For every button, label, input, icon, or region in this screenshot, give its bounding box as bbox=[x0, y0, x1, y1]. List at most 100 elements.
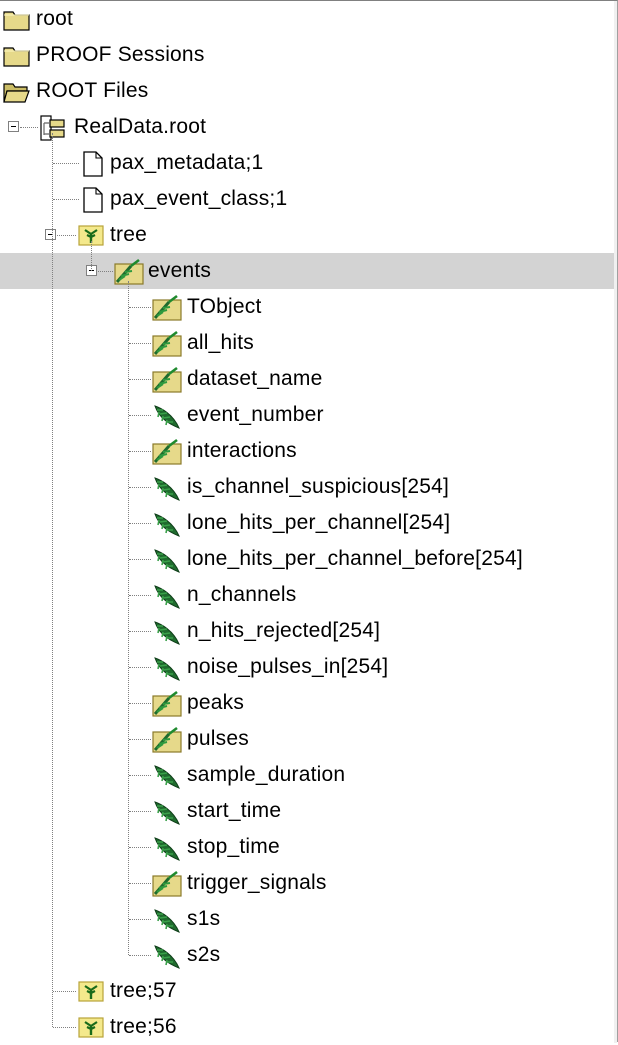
tree-item-tree-57[interactable]: tree;57 bbox=[0, 973, 615, 1009]
tree-connector-line bbox=[53, 199, 79, 200]
tree-connector-line bbox=[129, 595, 151, 596]
tree-connector-line bbox=[129, 559, 151, 560]
tree-item-trigger-signals[interactable]: trigger_signals bbox=[0, 865, 615, 901]
tree-item-tree[interactable]: tree bbox=[0, 217, 615, 253]
tree-connector-line bbox=[129, 487, 151, 488]
tree-connector-line bbox=[129, 523, 151, 524]
tree-item-n-hits-rejected-254[interactable]: n_hits_rejected[254] bbox=[0, 613, 615, 649]
tree-connector-line bbox=[91, 241, 92, 271]
folder-closed-icon bbox=[2, 6, 30, 34]
tree-item-pulses[interactable]: pulses bbox=[0, 721, 615, 757]
document-icon bbox=[80, 150, 108, 178]
tree-item-s2s[interactable]: s2s bbox=[0, 937, 615, 973]
tree-item-root[interactable]: root bbox=[0, 1, 615, 37]
tree-item-label: ROOT Files bbox=[36, 79, 149, 102]
collapse-toggle-icon[interactable] bbox=[45, 229, 56, 240]
branch-folder-icon bbox=[151, 438, 182, 466]
tree-item-lone-hits-per-channel-254[interactable]: lone_hits_per_channel[254] bbox=[0, 505, 615, 541]
tree-item-start-time[interactable]: start_time bbox=[0, 793, 615, 829]
tree-item-label: all_hits bbox=[187, 331, 254, 354]
tree-item-label: peaks bbox=[187, 691, 245, 714]
leaf-icon bbox=[151, 654, 180, 682]
branch-folder-icon bbox=[151, 330, 182, 358]
tree-item-label: event_number bbox=[187, 403, 324, 426]
tree-item-label: trigger_signals bbox=[187, 871, 327, 894]
tree-item-noise-pulses-in-254[interactable]: noise_pulses_in[254] bbox=[0, 649, 615, 685]
branch-folder-icon bbox=[151, 870, 182, 898]
tree-item-label: events bbox=[148, 259, 212, 282]
document-icon bbox=[80, 186, 108, 214]
tree-item-tree-56[interactable]: tree;56 bbox=[0, 1009, 615, 1045]
tree-item-pax-metadata-1[interactable]: pax_metadata;1 bbox=[0, 145, 615, 181]
tree-connector-line bbox=[53, 163, 79, 164]
scrollbar-edge[interactable] bbox=[614, 1, 617, 1043]
tree-icon bbox=[76, 1014, 104, 1042]
tree-item-n-channels[interactable]: n_channels bbox=[0, 577, 615, 613]
tree-connector-line bbox=[129, 775, 151, 776]
tree-icon bbox=[76, 222, 104, 250]
tree-connector-line bbox=[129, 883, 151, 884]
leaf-icon bbox=[151, 798, 180, 826]
tree-connector-line bbox=[129, 631, 151, 632]
tree-item-label: stop_time bbox=[187, 835, 280, 858]
tree-connector-line bbox=[129, 667, 151, 668]
tree-connector-line bbox=[129, 415, 151, 416]
tree-item-label: tree;57 bbox=[110, 979, 177, 1002]
tree-connector-line bbox=[128, 281, 129, 955]
tree-item-label: pax_event_class;1 bbox=[110, 187, 288, 210]
collapse-toggle-icon[interactable] bbox=[8, 121, 19, 132]
tree-item-root-files[interactable]: ROOT Files bbox=[0, 73, 615, 109]
leaf-icon bbox=[151, 402, 180, 430]
tree-item-label: n_channels bbox=[187, 583, 297, 606]
leaf-icon bbox=[151, 762, 180, 790]
tree-connector-line bbox=[57, 235, 76, 236]
tree-item-is-channel-suspicious-254[interactable]: is_channel_suspicious[254] bbox=[0, 469, 615, 505]
tree-item-label: pax_metadata;1 bbox=[110, 151, 264, 174]
leaf-icon bbox=[151, 834, 180, 862]
tree-item-label: RealData.root bbox=[74, 115, 207, 138]
branch-folder-icon bbox=[151, 366, 182, 394]
tree-item-lone-hits-per-channel-before-254[interactable]: lone_hits_per_channel_before[254] bbox=[0, 541, 615, 577]
tree-connector-line bbox=[129, 919, 151, 920]
tree-item-pax-event-class-1[interactable]: pax_event_class;1 bbox=[0, 181, 615, 217]
leaf-icon bbox=[151, 582, 180, 610]
leaf-icon bbox=[151, 474, 180, 502]
tree-item-stop-time[interactable]: stop_time bbox=[0, 829, 615, 865]
tree-item-sample-duration[interactable]: sample_duration bbox=[0, 757, 615, 793]
tree-item-event-number[interactable]: event_number bbox=[0, 397, 615, 433]
tree-item-s1s[interactable]: s1s bbox=[0, 901, 615, 937]
leaf-icon bbox=[151, 546, 180, 574]
folder-closed-icon bbox=[2, 42, 30, 70]
tree-item-label: tree;56 bbox=[110, 1015, 177, 1038]
tree-item-tobject[interactable]: TObject bbox=[0, 289, 615, 325]
tree-item-label: PROOF Sessions bbox=[36, 43, 205, 66]
tree-item-label: lone_hits_per_channel[254] bbox=[187, 511, 451, 534]
tree-item-events[interactable]: events bbox=[0, 253, 615, 289]
tree-item-interactions[interactable]: interactions bbox=[0, 433, 615, 469]
tree-connector-line bbox=[129, 379, 151, 380]
tree-item-label: dataset_name bbox=[187, 367, 323, 390]
tree-item-peaks[interactable]: peaks bbox=[0, 685, 615, 721]
tree-connector-line bbox=[129, 739, 151, 740]
tree-item-label: sample_duration bbox=[187, 763, 346, 786]
tree-item-label: pulses bbox=[187, 727, 249, 750]
tree-item-label: noise_pulses_in[254] bbox=[187, 655, 389, 678]
tree-item-proof-sessions[interactable]: PROOF Sessions bbox=[0, 37, 615, 73]
leaf-icon bbox=[151, 510, 180, 538]
leaf-icon bbox=[151, 618, 180, 646]
tree-connector-line bbox=[129, 955, 151, 956]
tree-item-realdata-root[interactable]: RealData.root bbox=[0, 109, 615, 145]
tree-icon bbox=[76, 978, 104, 1006]
tree-item-all-hits[interactable]: all_hits bbox=[0, 325, 615, 361]
tree-item-label: interactions bbox=[187, 439, 297, 462]
folder-open-icon bbox=[2, 78, 30, 106]
tree-item-label: tree bbox=[110, 223, 147, 246]
tree-connector-line bbox=[52, 133, 53, 1027]
tree-connector-line bbox=[129, 451, 151, 452]
tree-item-label: n_hits_rejected[254] bbox=[187, 619, 381, 642]
tree-item-label: root bbox=[36, 7, 73, 30]
tree-item-label: s1s bbox=[187, 907, 221, 930]
tree-item-dataset-name[interactable]: dataset_name bbox=[0, 361, 615, 397]
tree-connector-line bbox=[129, 811, 151, 812]
